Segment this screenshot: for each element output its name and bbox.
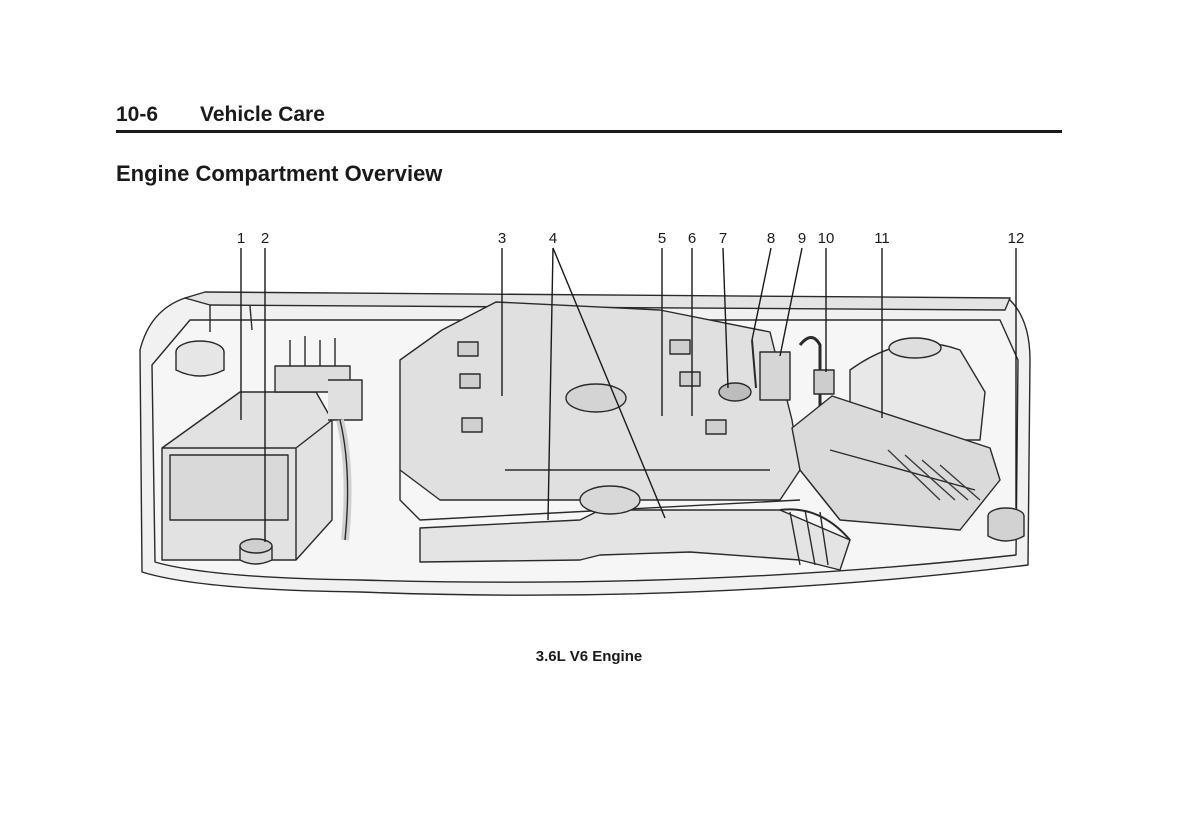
figure-caption: 3.6L V6 Engine bbox=[535, 648, 643, 665]
header-rule bbox=[116, 130, 1062, 133]
callout-8: 8 bbox=[767, 230, 775, 247]
callout-6: 6 bbox=[688, 230, 696, 247]
callout-7: 7 bbox=[719, 230, 727, 247]
callout-1: 1 bbox=[237, 230, 245, 247]
chapter-title: Vehicle Care bbox=[200, 103, 325, 126]
callout-12: 12 bbox=[1008, 230, 1025, 247]
callout-11: 11 bbox=[874, 230, 890, 247]
callout-10: 10 bbox=[818, 230, 835, 247]
page-title: Engine Compartment Overview bbox=[116, 161, 443, 186]
callout-5: 5 bbox=[658, 230, 666, 247]
section-number: 10-6 bbox=[116, 103, 159, 126]
callout-3: 3 bbox=[498, 230, 506, 247]
callout-4: 4 bbox=[549, 230, 557, 247]
callout-2: 2 bbox=[261, 230, 269, 247]
callout-9: 9 bbox=[798, 230, 806, 247]
page-header: 10-6 Vehicle Care bbox=[116, 102, 1062, 128]
